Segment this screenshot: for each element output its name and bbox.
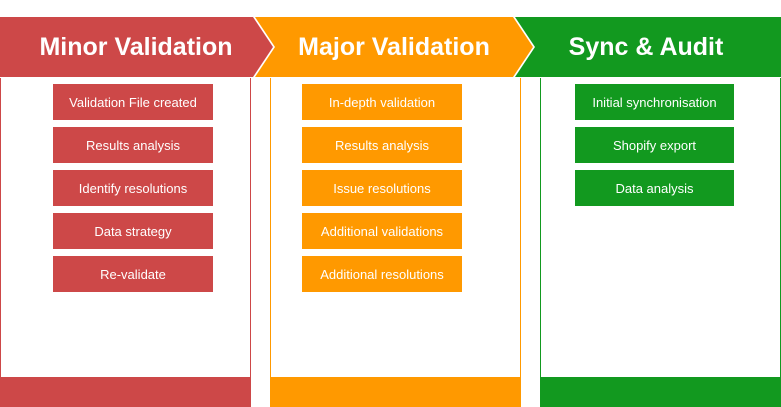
stage-1-title: Minor Validation xyxy=(39,32,233,61)
stage-1-task: Results analysis xyxy=(53,127,213,163)
stage-1-footer-bar xyxy=(1,377,250,407)
stage-2-task: In-depth validation xyxy=(302,84,462,120)
stage-1-column xyxy=(0,78,251,407)
stage-2-task: Additional validations xyxy=(302,213,462,249)
stage-2-footer-bar xyxy=(271,377,520,407)
stage-1-task: Validation File created xyxy=(53,84,213,120)
stage-header-arrows xyxy=(0,17,781,77)
stage-3-title: Sync & Audit xyxy=(568,32,724,61)
stage-2-task: Additional resolutions xyxy=(302,256,462,292)
stage-3-column xyxy=(540,78,781,407)
stage-2-column xyxy=(270,78,521,407)
stage-3-task: Data analysis xyxy=(575,170,734,206)
stage-2-chevron xyxy=(255,17,533,77)
stage-1-task: Identify resolutions xyxy=(53,170,213,206)
stage-1-task: Re-validate xyxy=(53,256,213,292)
stage-2-task: Issue resolutions xyxy=(302,170,462,206)
stage-1-chevron xyxy=(0,17,273,77)
stage-3-footer-bar xyxy=(541,377,780,407)
stage-2-task: Results analysis xyxy=(302,127,462,163)
stage-1-task: Data strategy xyxy=(53,213,213,249)
stage-3-task: Initial synchronisation xyxy=(575,84,734,120)
stage-3-task: Shopify export xyxy=(575,127,734,163)
stage-2-title: Major Validation xyxy=(298,32,490,61)
stage-3-chevron xyxy=(515,17,781,77)
